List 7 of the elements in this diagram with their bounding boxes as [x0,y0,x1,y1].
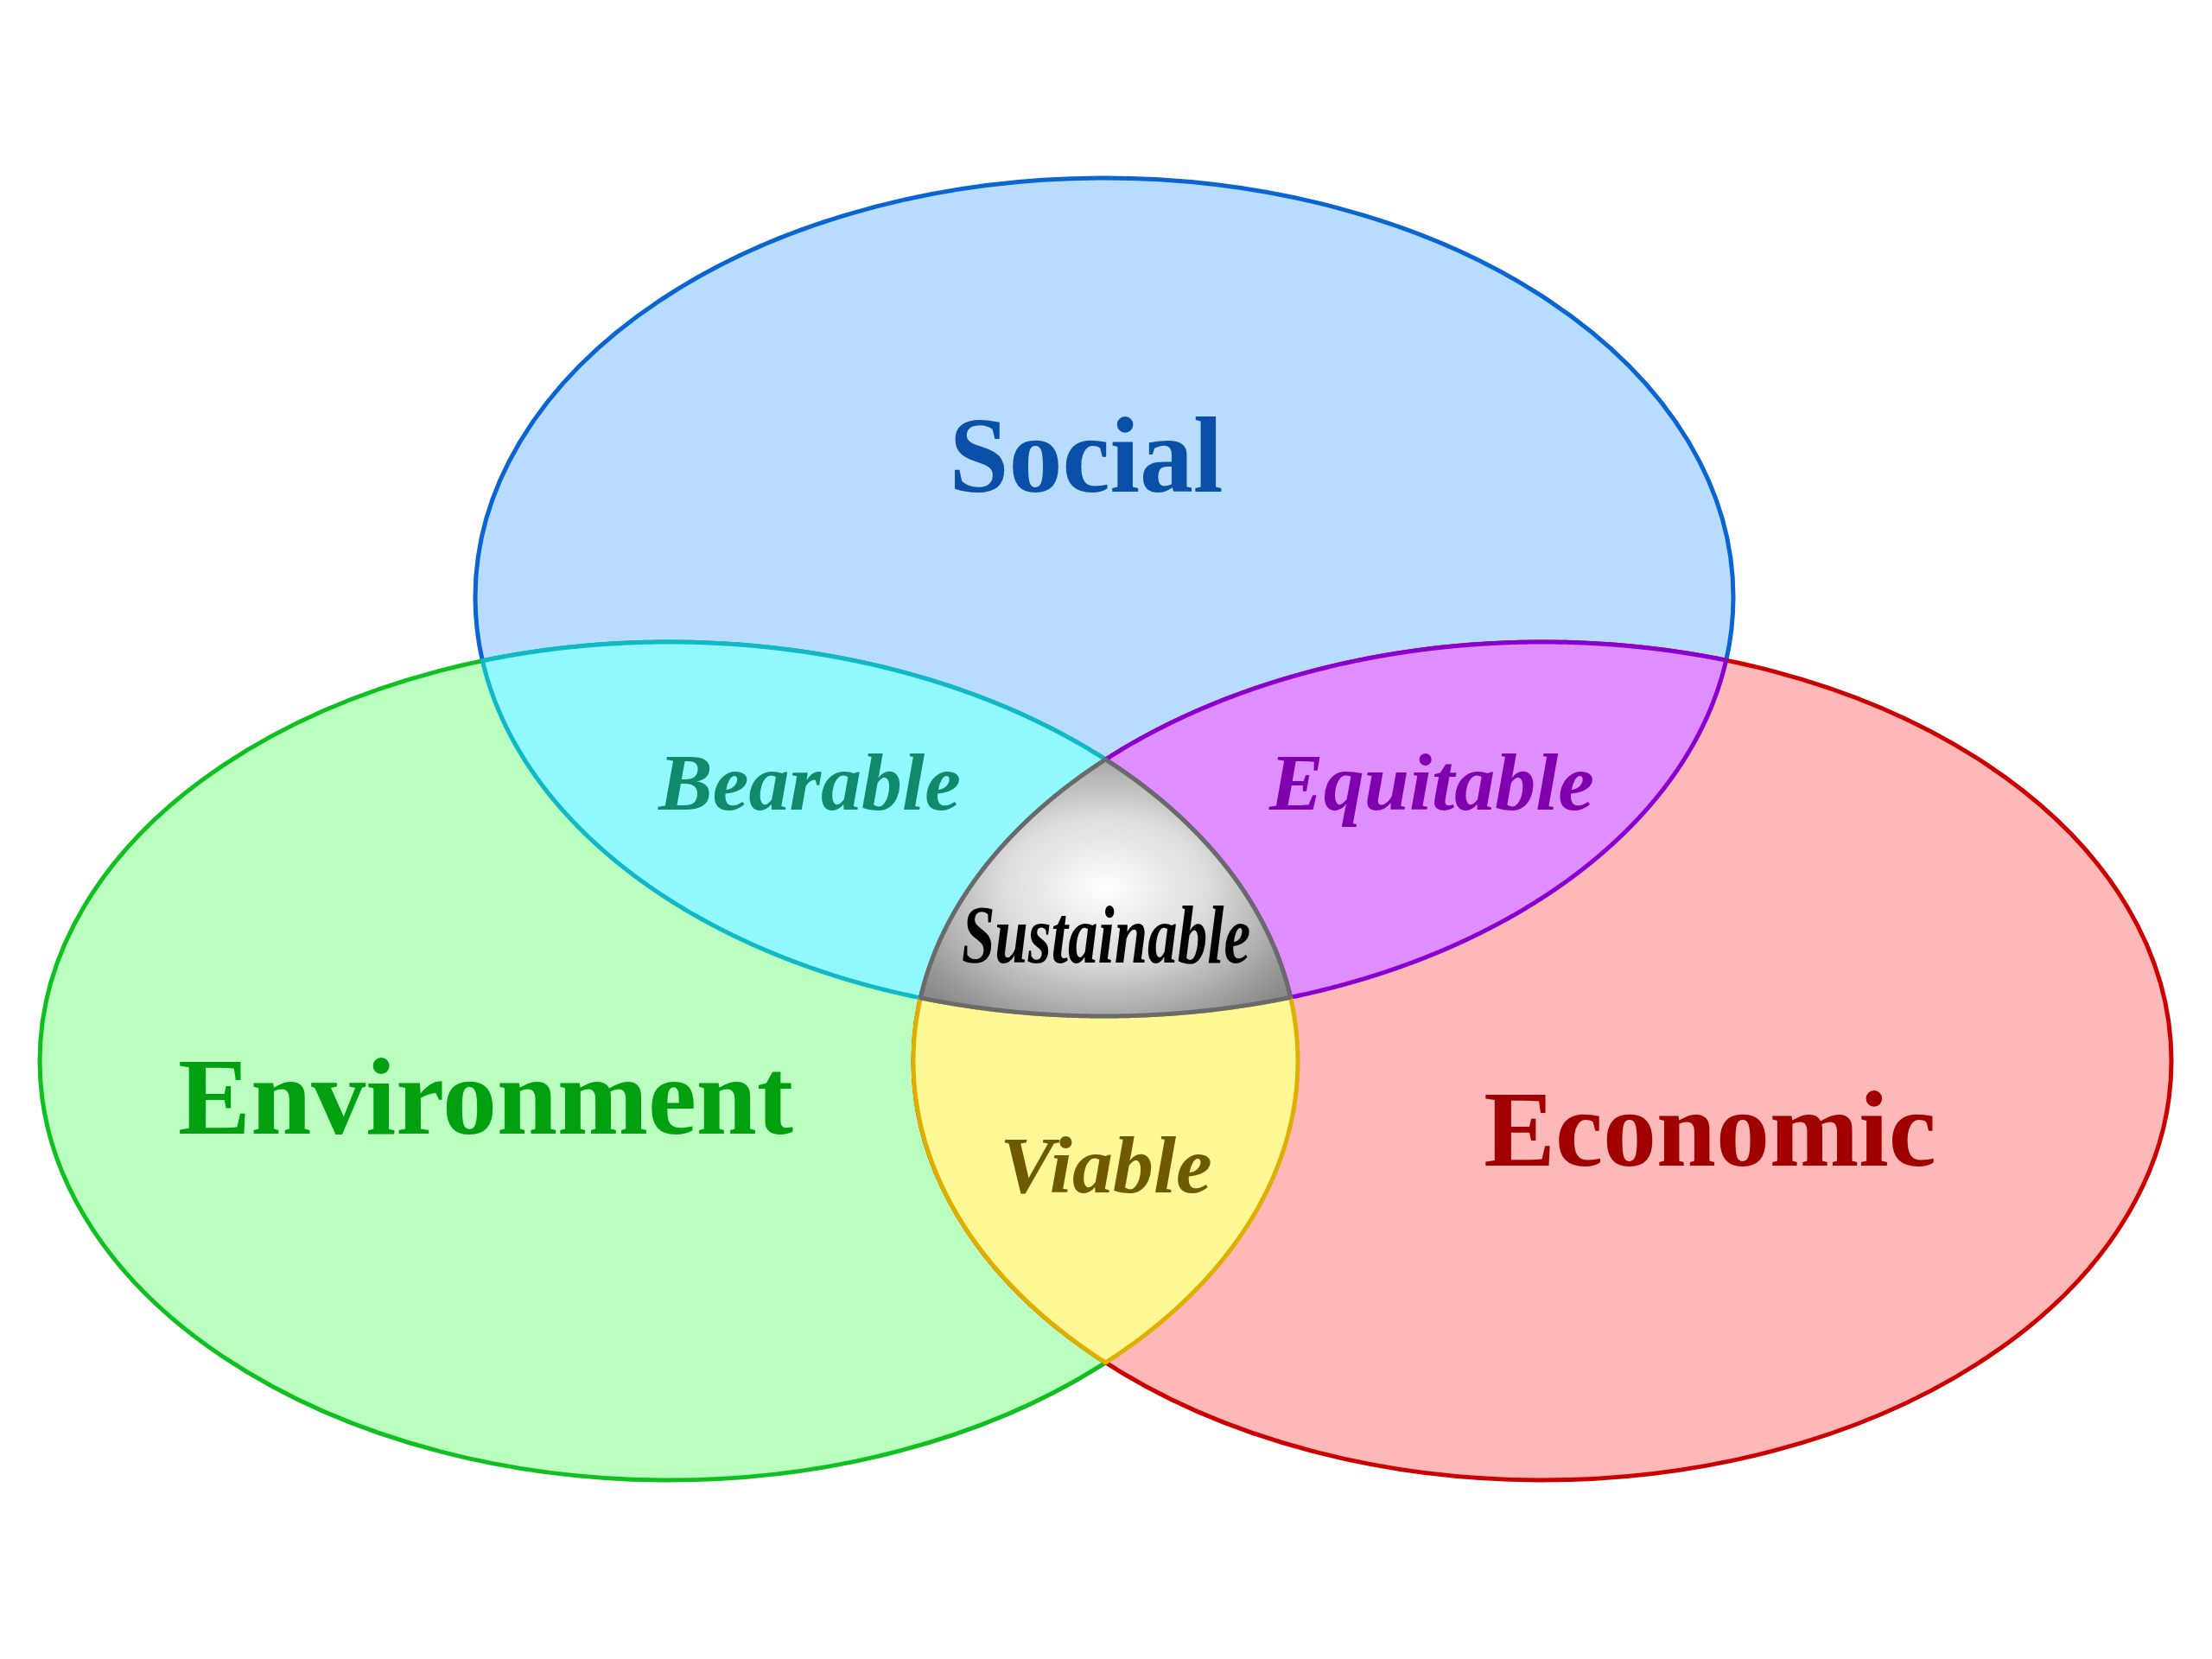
set-label: Environment [177,1036,794,1160]
overlap-label: Viable [999,1118,1213,1211]
set-label: Economic [1483,1069,1937,1191]
set-label: Social [948,395,1224,517]
center-label: Sustainable [960,887,1252,983]
overlap-label: Bearable [657,735,962,829]
overlap-label: Equitable [1268,735,1595,829]
